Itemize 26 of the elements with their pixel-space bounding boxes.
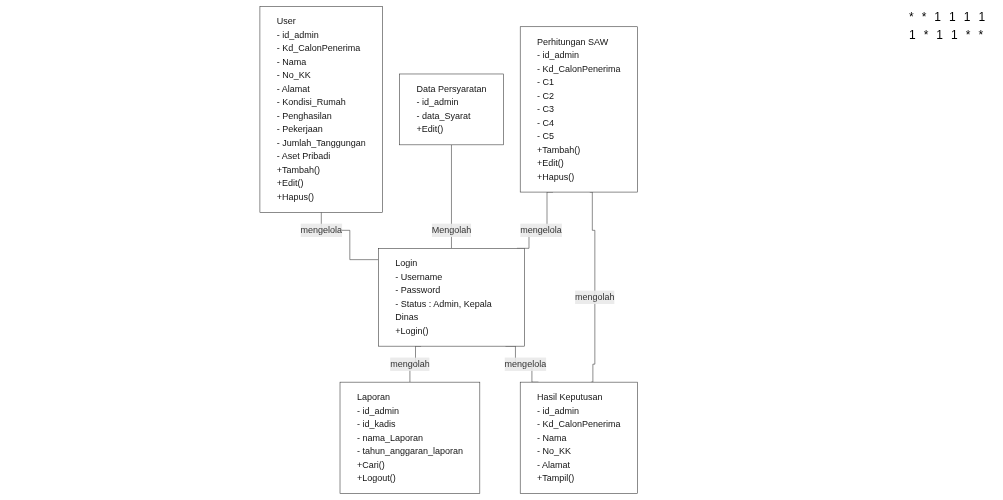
edge-label: mengolah	[389, 359, 430, 369]
multiplicity-label: 1	[951, 28, 958, 42]
connector	[589, 191, 595, 383]
node-box: Login - Username - Password - Status : Admin, Kepala Dinas +Login()	[377, 248, 525, 347]
edge-label: mengelola	[520, 225, 562, 235]
multiplicity-label: 1	[963, 10, 971, 24]
edge-label: mengelola	[504, 359, 546, 369]
multiplicity-label: *	[909, 10, 914, 24]
edge-label: Mengolah	[431, 225, 472, 235]
node-box: Laporan - id_admin - id_kadis - nama_Laporan - tahun_anggaran_laporan +Cari() +Logout()	[339, 381, 480, 494]
multiplicity-label: 1	[936, 28, 944, 42]
multiplicity-label: 1	[909, 28, 916, 42]
edge-label: mengelola	[300, 225, 342, 235]
multiplicity-label: 1	[949, 10, 956, 24]
multiplicity-label: *	[965, 28, 971, 42]
multiplicity-label: *	[923, 28, 929, 42]
edge-label: mengolah	[574, 292, 615, 302]
multiplicity-label: 1	[978, 10, 986, 24]
node-box: Hasil Keputusan - id_admin - Kd_CalonPenerima - Nama - No_KK - Alamat +Tampil()	[519, 381, 638, 494]
connector	[450, 144, 452, 249]
node-box: User - id_admin - Kd_CalonPenerima - Nama - No_KK - Alamat - Kondisi_Rumah - Penghasilan - Pekerjaan - Jumlah_Tanggungan - Aset Pribadi +Tambah() +Edit() +Hapus()	[259, 6, 383, 213]
multiplicity-label: *	[978, 28, 984, 42]
node-box: Data Persyaratan - id_admin - data_Syarat +Edit()	[399, 73, 504, 146]
multiplicity-label: *	[921, 10, 927, 24]
multiplicity-label: 1	[934, 10, 942, 24]
node-box: Perhitungan SAW - id_admin - Kd_CalonPenerima - C1 - C2 - C3 - C4 - C5 +Tambah() +Edit() +Hapus()	[519, 26, 638, 193]
